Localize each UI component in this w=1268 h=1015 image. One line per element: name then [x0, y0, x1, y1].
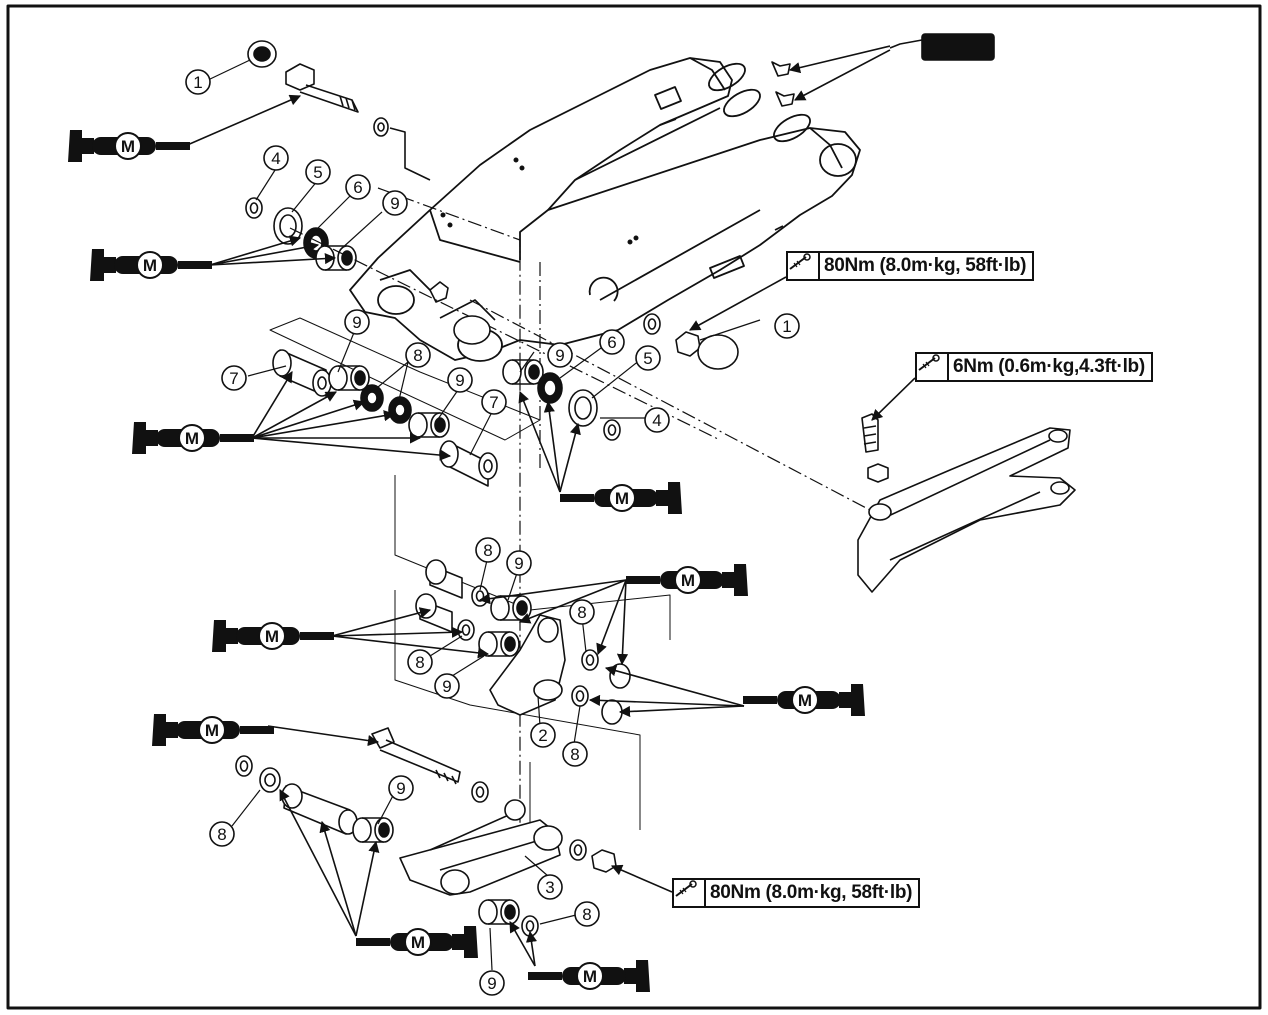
grease-symbol-5: M [625, 563, 749, 597]
callout-7: 7 [481, 389, 507, 415]
svg-text:8: 8 [570, 745, 579, 764]
callout-8: 8 [405, 342, 431, 368]
callout-3: 3 [537, 874, 563, 900]
callout-9: 9 [388, 775, 414, 801]
svg-text:8: 8 [582, 905, 591, 924]
svg-text:9: 9 [442, 677, 451, 696]
svg-text:M: M [798, 691, 812, 710]
grease-symbol-7: M [742, 683, 866, 717]
torque-leader-3 [610, 864, 673, 893]
callout-9: 9 [382, 190, 408, 216]
svg-text:9: 9 [555, 346, 564, 365]
svg-text:M: M [411, 933, 425, 952]
callout-9: 9 [506, 550, 532, 576]
chain-guide [857, 377, 1076, 593]
callouts: 1 1 4 5 6 9 9 8 9 7 7 9 6 5 4 8 9 8 8 9 … [185, 69, 800, 996]
callout-5: 5 [305, 159, 331, 185]
callout-1: 1 [185, 69, 211, 95]
svg-text:8: 8 [577, 603, 586, 622]
torque-spec-pivot: 80Nm (8.0m·kg, 58ft·lb) [786, 251, 1035, 281]
svg-text:7: 7 [229, 369, 238, 388]
svg-text:M: M [615, 489, 629, 508]
svg-text:8: 8 [413, 346, 422, 365]
svg-text:1: 1 [193, 73, 202, 92]
svg-text:5: 5 [313, 163, 322, 182]
svg-text:5: 5 [643, 349, 652, 368]
callout-8: 8 [562, 741, 588, 767]
callout-4: 4 [263, 145, 289, 171]
torque-value: 80Nm (8.0m·kg, 58ft·lb) [824, 255, 1027, 276]
callout-8: 8 [407, 649, 433, 675]
svg-text:M: M [265, 627, 279, 646]
callout-9: 9 [447, 367, 473, 393]
svg-text:9: 9 [390, 194, 399, 213]
callout-7: 7 [221, 365, 247, 391]
right-pivot-bearings [439, 299, 739, 493]
grease-symbol-1: M [67, 129, 191, 163]
callout-8: 8 [209, 821, 235, 847]
svg-text:M: M [143, 256, 157, 275]
svg-text:8: 8 [415, 653, 424, 672]
callout-8: 8 [569, 599, 595, 625]
torque-value: 80Nm (8.0m·kg, 58ft·lb) [710, 882, 913, 903]
swingarm [349, 57, 861, 362]
torque-wrench-icon [917, 354, 949, 380]
svg-text:1: 1 [782, 317, 791, 336]
left-lower-bearings [251, 317, 541, 487]
svg-text:9: 9 [455, 371, 464, 390]
callout-9: 9 [547, 342, 573, 368]
torque-wrench-icon [674, 880, 706, 906]
callout-5: 5 [635, 345, 661, 371]
svg-text:8: 8 [217, 825, 226, 844]
svg-text:3: 3 [545, 878, 554, 897]
svg-text:4: 4 [652, 411, 661, 430]
svg-text:M: M [205, 721, 219, 740]
grease-symbol-3: M [131, 421, 255, 455]
grease-symbol-4: M [559, 481, 683, 515]
torque-spec-link-nut: 80Nm (8.0m·kg, 58ft·lb) [672, 878, 921, 908]
svg-text:9: 9 [514, 554, 523, 573]
grease-symbol-2: M [89, 248, 213, 282]
callout-1: 1 [774, 313, 800, 339]
svg-text:6: 6 [353, 178, 362, 197]
svg-text:9: 9 [487, 974, 496, 993]
grease-symbol-8: M [151, 713, 275, 747]
callout-9: 9 [344, 309, 370, 335]
grease-symbol-10: M [527, 959, 651, 993]
callout-9: 9 [434, 673, 460, 699]
svg-text:M: M [185, 429, 199, 448]
grease-symbol-9: M [355, 925, 479, 959]
torque-value: 6Nm (0.6m·kg,4.3ft·lb) [953, 356, 1145, 377]
pivot-shaft [184, 40, 431, 181]
connecting-rod-area [235, 725, 617, 967]
callout-6: 6 [345, 174, 371, 200]
svg-text:M: M [121, 137, 135, 156]
callout-8: 8 [475, 537, 501, 563]
svg-text:7: 7 [489, 393, 498, 412]
svg-text:M: M [681, 571, 695, 590]
torque-wrench-icon [788, 253, 820, 279]
torque-spec-guide-bolt: 6Nm (0.6m·kg,4.3ft·lb) [915, 352, 1153, 382]
chain-puller [771, 33, 995, 107]
callout-2: 2 [530, 722, 556, 748]
callout-9: 9 [479, 970, 505, 996]
svg-text:9: 9 [396, 779, 405, 798]
svg-text:9: 9 [352, 313, 361, 332]
callout-4: 4 [644, 407, 670, 433]
callout-6: 6 [599, 329, 625, 355]
callout-8: 8 [574, 901, 600, 927]
svg-text:8: 8 [483, 541, 492, 560]
grease-symbol-6: M [211, 619, 335, 653]
figure-border [6, 4, 1262, 1010]
svg-text:6: 6 [607, 333, 616, 352]
relay-arm-area [331, 475, 745, 830]
svg-text:M: M [583, 967, 597, 986]
torque-leader-1 [689, 276, 787, 331]
svg-text:4: 4 [271, 149, 280, 168]
svg-text:2: 2 [538, 726, 547, 745]
left-pivot-bearings [209, 197, 449, 303]
